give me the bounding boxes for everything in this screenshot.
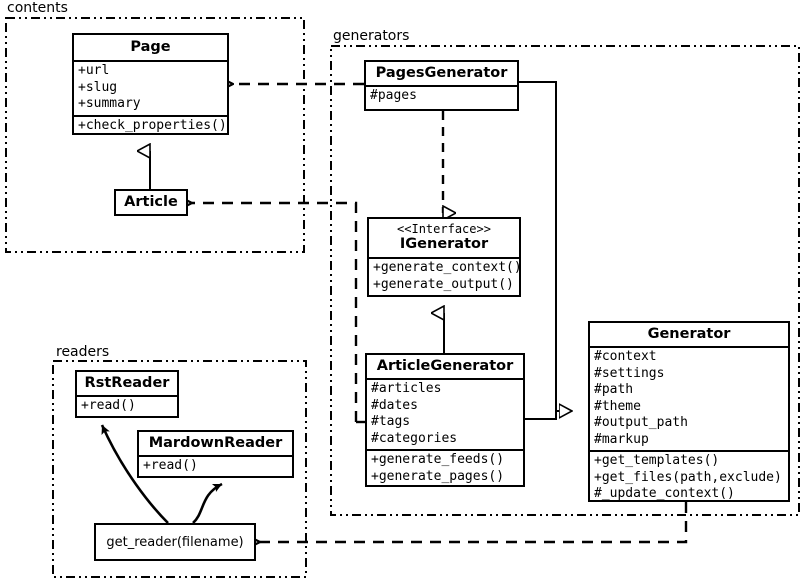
attribute-row: #tags — [371, 414, 411, 429]
class-name-generator: Generator — [647, 326, 731, 342]
operation-row: +generate_output() — [373, 276, 514, 292]
class-box-rstreader[interactable]: RstReader +read() — [75, 370, 179, 418]
attribute-row: #context — [594, 349, 657, 364]
attribute-row: #articles — [371, 381, 442, 396]
edge-pagesgenerator-generalizes-generator — [519, 81, 572, 411]
operation-row: +get_files(path,exclude) — [594, 469, 782, 485]
class-name-article: Article — [124, 194, 178, 210]
attribute-row: #path — [594, 382, 634, 397]
class-box-generator[interactable]: Generator #context #settings #path #them… — [588, 321, 790, 502]
class-operations-page: +check_properties() — [74, 114, 227, 137]
attribute-row: #pages — [370, 88, 417, 103]
function-box-get-reader[interactable]: get_reader(filename) — [94, 523, 256, 561]
operation-row: +generate_feeds() — [371, 452, 505, 467]
class-name-articlegenerator: ArticleGenerator — [376, 358, 514, 374]
class-name-igenerator: IGenerator — [399, 236, 489, 252]
operation-row: +read() — [143, 458, 198, 473]
class-operations-mardownreader: +read() — [139, 455, 292, 477]
edge-getreader-creates-mardownreader — [192, 482, 223, 524]
class-name-rstreader: RstReader — [84, 375, 170, 391]
class-operations-generator: +get_templates() +get_files(path,exclude… — [590, 450, 788, 505]
class-header-igenerator: <<Interface>> IGenerator — [369, 219, 519, 257]
attribute-row: #categories — [371, 430, 458, 446]
class-operations-rstreader: +read() — [77, 395, 177, 417]
operation-row: +read() — [81, 398, 136, 413]
class-box-articlegenerator[interactable]: ArticleGenerator #articles #dates #tags … — [365, 353, 525, 487]
class-box-pagesgenerator[interactable]: PagesGenerator #pages — [364, 60, 519, 111]
operation-row: +check_properties() — [78, 117, 227, 133]
attribute-row: #markup — [594, 431, 649, 447]
class-box-igenerator[interactable]: <<Interface>> IGenerator +generate_conte… — [367, 217, 522, 297]
attribute-row: #settings — [594, 365, 665, 381]
package-label-readers: readers — [54, 344, 112, 360]
class-box-page[interactable]: Page +url +slug +summary +check_properti… — [72, 33, 229, 135]
operation-row: +generate_context() — [373, 260, 522, 275]
package-label-contents: contents — [5, 0, 70, 16]
attribute-row: #dates — [371, 397, 418, 413]
class-name-page: Page — [130, 39, 171, 55]
edge-articlegenerator-generalizes-generator — [525, 411, 557, 420]
operation-row: +get_templates() — [594, 453, 720, 468]
class-attributes-generator: #context #settings #path #theme #output_… — [590, 346, 788, 450]
edge-articlegenerator-depends-article — [192, 203, 365, 424]
attribute-row: +slug — [78, 79, 118, 95]
class-name-pagesgenerator: PagesGenerator — [375, 65, 508, 81]
class-box-article[interactable]: Article — [114, 189, 188, 216]
class-attributes-articlegenerator: #articles #dates #tags #categories — [367, 378, 523, 449]
attribute-row: +summary — [78, 96, 141, 111]
attribute-row: #theme — [594, 398, 641, 414]
attribute-row: +url — [78, 63, 110, 78]
class-stereotype-igenerator: <<Interface>> — [397, 222, 491, 236]
class-operations-articlegenerator: +generate_feeds() +generate_pages() — [367, 449, 523, 487]
class-name-mardownreader: MardownReader — [148, 435, 283, 451]
class-box-mardownreader[interactable]: MardownReader +read() — [137, 430, 294, 478]
package-label-generators: generators — [331, 28, 412, 44]
operation-row: #_update_context() — [594, 486, 735, 501]
edge-generator-depends-getreader — [260, 502, 688, 542]
class-attributes-pagesgenerator: #pages — [366, 85, 517, 107]
operation-row: +generate_pages() — [371, 468, 505, 484]
class-attributes-page: +url +slug +summary — [74, 60, 227, 115]
class-operations-igenerator: +generate_context() +generate_output() — [369, 257, 522, 295]
attribute-row: #output_path — [594, 415, 688, 430]
